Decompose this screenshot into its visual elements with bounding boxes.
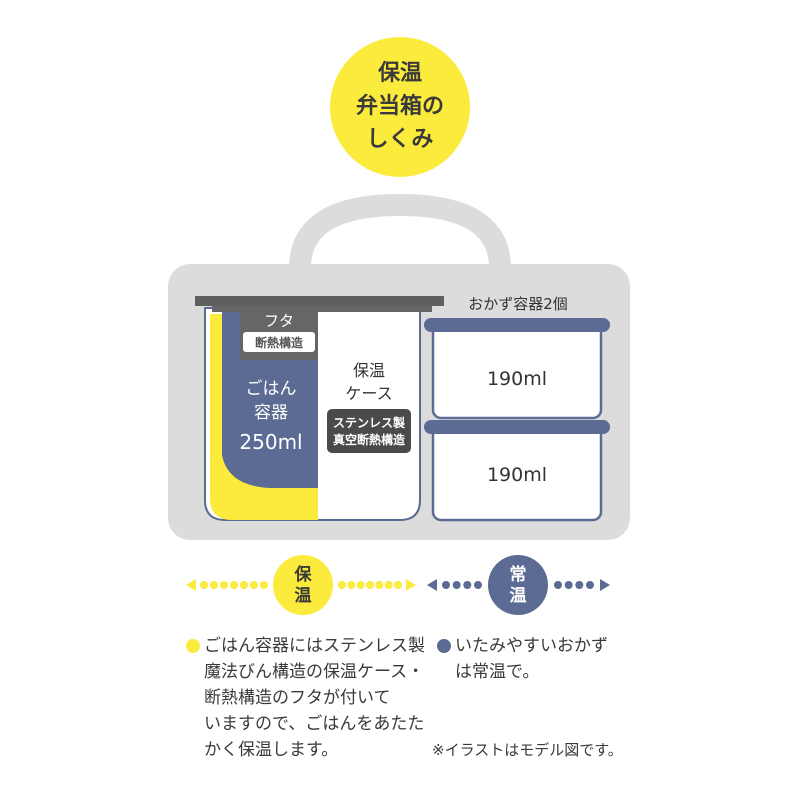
room-label-2: 温 [510, 586, 527, 606]
note-right-line-2: は常温で。 [455, 662, 540, 682]
warm-dots-right [338, 581, 402, 589]
title-badge: 保温 弁当箱の しくみ [330, 37, 470, 177]
warm-label-1: 保 [294, 564, 313, 585]
room-dot [575, 581, 584, 589]
room-legend: 常 温 [427, 555, 610, 615]
lid-badge [243, 332, 315, 352]
room-dot [452, 581, 461, 589]
side-container-top-volume: 190ml [487, 368, 547, 390]
warm-dot [347, 581, 356, 589]
title-line-3: しくみ [367, 127, 434, 152]
warm-dot [240, 581, 248, 589]
warm-dot [366, 581, 374, 589]
warm-arrow-left [186, 579, 196, 591]
warm-dot [230, 581, 238, 589]
case-badge-line-2: 真空断熱構造 [333, 432, 406, 447]
warm-dot [210, 581, 218, 589]
lid: フタ 断熱構造 [195, 296, 444, 360]
room-dot [463, 581, 472, 589]
room-dot [474, 581, 482, 589]
room-label-1: 常 [510, 564, 527, 585]
room-dot [554, 581, 562, 589]
warm-legend: 保 温 [186, 555, 416, 615]
title-line-1: 保温 [377, 61, 422, 86]
side-container-bottom: 190ml [424, 420, 610, 522]
warm-label-2: 温 [295, 586, 312, 606]
note-right-bullet [437, 639, 451, 653]
note-left-line-2: 魔法びん構造の保温ケース・ [204, 662, 425, 682]
warm-dot [200, 581, 208, 589]
warm-dots-left [200, 581, 268, 589]
room-dot [586, 581, 594, 589]
rice-label-1: ごはん [246, 379, 297, 399]
note-left-line-1: ごはん容器にはステンレス製 [204, 636, 425, 656]
title-badge-circle [330, 37, 470, 177]
room-circle [488, 555, 548, 615]
rice-volume: 250ml [239, 430, 302, 454]
warm-arrow-right [406, 579, 416, 591]
warm-dot [260, 581, 268, 589]
warm-dot [220, 581, 228, 589]
title-line-2: 弁当箱の [356, 93, 444, 119]
room-dots-right [554, 581, 594, 589]
room-dot [442, 581, 450, 589]
note-left: ごはん容器にはステンレス製 魔法びん構造の保温ケース・ 断熱構造のフタが付いて … [186, 633, 444, 763]
warm-dot [394, 581, 402, 589]
note-left-bullet [186, 639, 200, 653]
case-badge-line-1: ステンレス製 [333, 415, 406, 430]
note-left-line-5: かく保温します。 [204, 740, 339, 760]
note-left-line-4: いますので、ごはんをあたた [204, 714, 425, 734]
warm-dot [384, 581, 393, 589]
note-right: いたみやすいおかず は常温で。 [437, 633, 655, 685]
side-container-top: 190ml [424, 318, 610, 420]
note-right-line-1: いたみやすいおかず [455, 636, 608, 656]
room-arrow-right [600, 579, 610, 591]
side-containers-header: おかず容器2個 [468, 295, 568, 313]
room-arrow-left [427, 579, 437, 591]
lid-badge-text: 断熱構造 [255, 335, 304, 350]
warm-circle [273, 555, 333, 615]
note-left-line-3: 断熱構造のフタが付いて [204, 688, 391, 708]
room-dots-left [442, 581, 482, 589]
rice-label-2: 容器 [254, 403, 288, 423]
warm-dot [250, 581, 258, 589]
warm-dot [338, 581, 346, 589]
side-container-top-lid [424, 318, 610, 332]
lid-band [195, 296, 444, 306]
warm-dot [356, 581, 365, 589]
case-label-2: ケース [345, 384, 392, 403]
room-dot [564, 581, 573, 589]
case-label-1: 保温 [353, 361, 385, 380]
warm-dot [375, 581, 384, 589]
disclaimer: ※イラストはモデル図です。 [432, 741, 623, 759]
bag-handle [289, 193, 511, 279]
lid-label: フタ [264, 312, 294, 330]
side-container-bottom-volume: 190ml [487, 464, 547, 486]
case-badge [327, 409, 411, 453]
side-container-bottom-lid [424, 420, 610, 434]
